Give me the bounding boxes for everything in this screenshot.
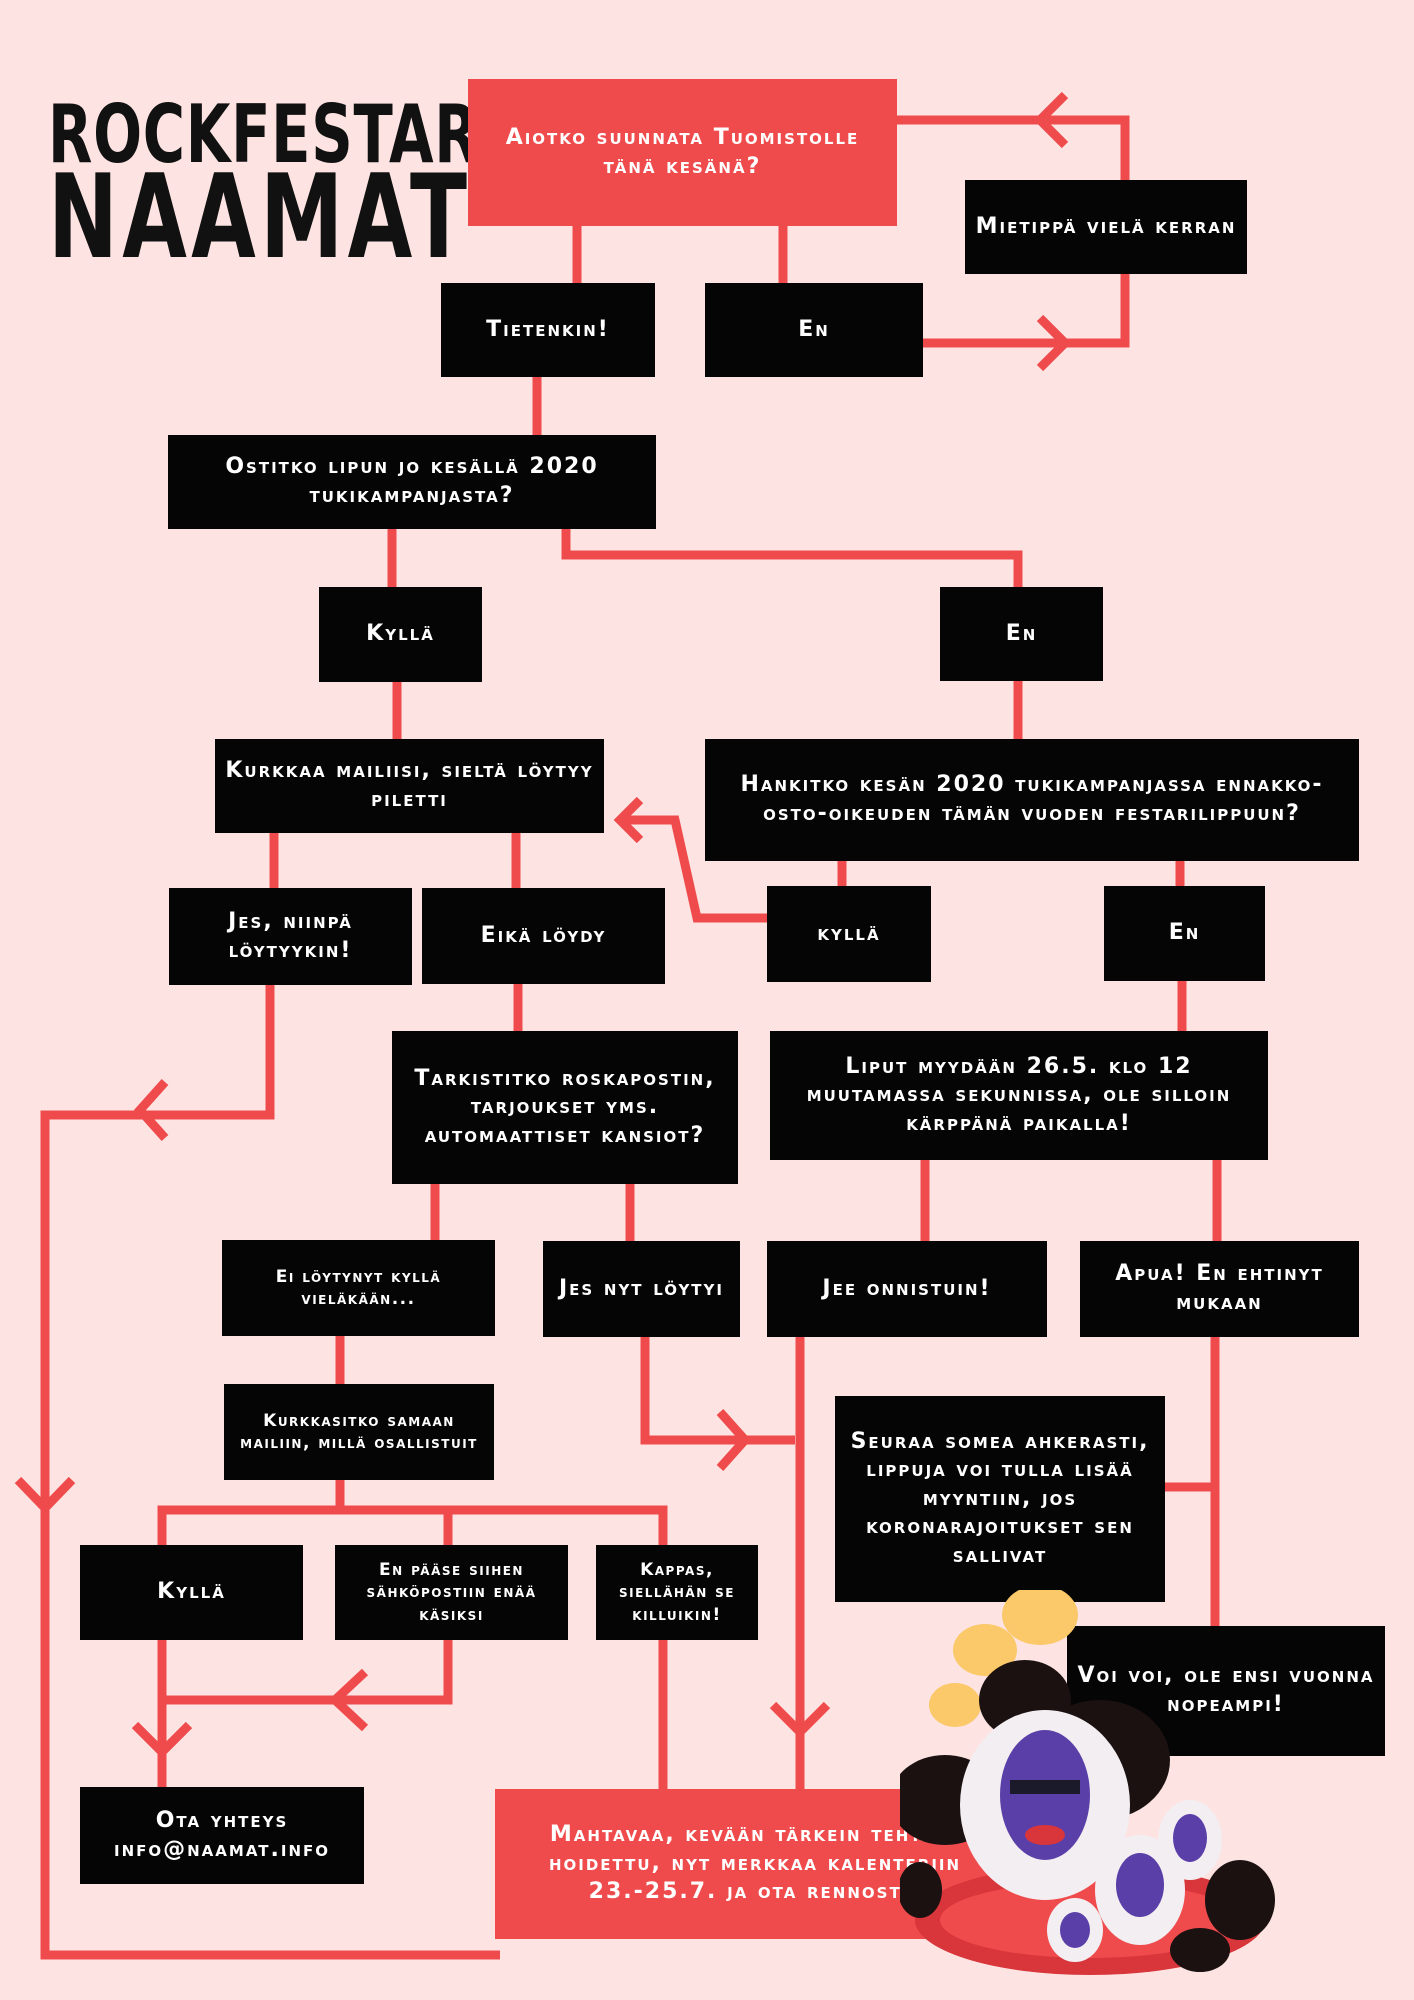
answer-en-paase: En pääse siihen sähköpostiin enää käsiks… <box>335 1545 568 1640</box>
box-ota-yhteys: Ota yhteys info@naamat.info <box>80 1787 364 1884</box>
answer-jee-onnistuin: Jee onnistuin! <box>767 1241 1047 1337</box>
box-liput-myydaan: Liput myydään 26.5. klo 12 muutamassa se… <box>770 1031 1268 1160</box>
question-suunnata: Aiotko suunnata Tuomistolle tänä kesänä? <box>468 79 897 226</box>
answer-kylla-2: kyllä <box>767 886 931 982</box>
box-voi-voi: Voi voi, ole ensi vuonna nopeampi! <box>1067 1626 1385 1756</box>
answer-kylla-3: Kyllä <box>80 1545 303 1640</box>
question-tarkistitko: Tarkistitko roskapostin, tarjoukset yms.… <box>392 1031 738 1184</box>
answer-ei-loytynyt: Ei löytynyt kyllä vieläkään... <box>222 1240 495 1336</box>
answer-kylla-1: Kyllä <box>319 587 482 682</box>
logo-line-2: NAAMAT <box>48 150 472 285</box>
question-kurkkasitko: Kurkkasitko samaan mailiin, millä osalli… <box>224 1384 494 1480</box>
question-hankitko: Hankitko kesän 2020 tukikampanjassa enna… <box>705 739 1359 861</box>
answer-en-2: En <box>940 587 1103 681</box>
answer-eika-loydy: Eikä löydy <box>422 888 665 984</box>
answer-kappas: Kappas, siellähän se killuikin! <box>596 1545 758 1640</box>
festival-mask-illustration <box>900 1590 1275 1975</box>
answer-jes-niinpa: Jes, niinpä löytyykin! <box>169 888 412 985</box>
answer-en-1: En <box>705 283 923 377</box>
answer-en-3: En <box>1104 886 1265 981</box>
answer-jes-nyt-loytyi: Jes nyt löytyi <box>543 1241 740 1337</box>
answer-tietenkin: Tietenkin! <box>441 283 655 377</box>
logo-line-1: ROCKFESTARI <box>48 88 502 181</box>
box-mietippa: Mietippä vielä kerran <box>965 180 1247 274</box>
box-kurkkaa-mailiisi: Kurkkaa mailiisi, sieltä löytyy piletti <box>215 739 604 833</box>
box-seuraa-somea: Seuraa somea ahkerasti, lippuja voi tull… <box>835 1396 1165 1602</box>
question-ostitko: Ostitko lipun jo kesällä 2020 tukikampan… <box>168 435 656 529</box>
answer-apua: Apua! En ehtinyt mukaan <box>1080 1241 1359 1337</box>
